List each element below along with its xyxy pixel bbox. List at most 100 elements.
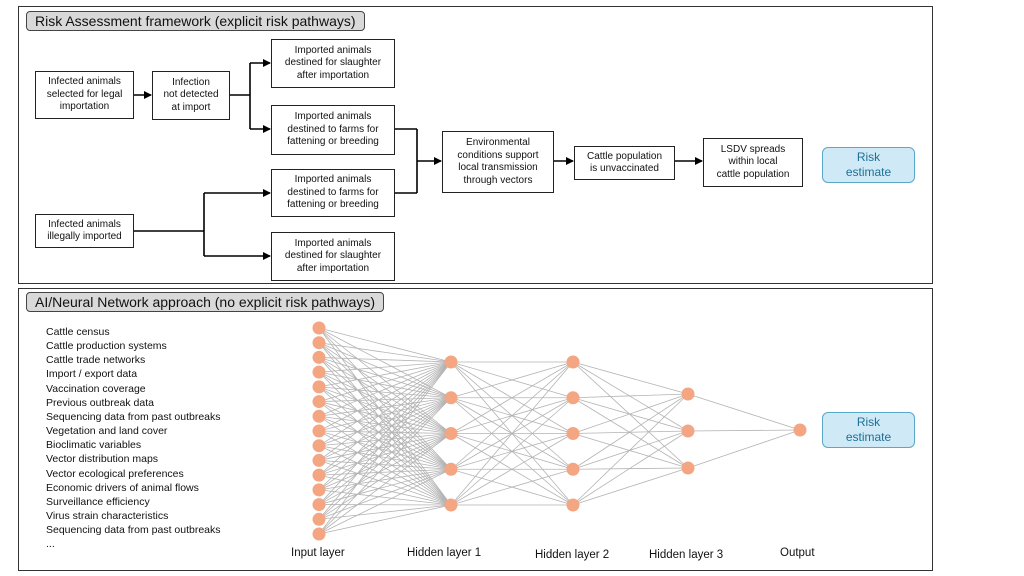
nn-edges	[318, 327, 801, 535]
unvaccinated-box: Cattle population is unvaccinated	[574, 146, 675, 180]
slaughter-legal-box: Imported animals destined for slaughter …	[271, 39, 395, 88]
nn-edge	[450, 361, 574, 434]
nn-edge	[318, 397, 452, 476]
nn-edge	[318, 361, 452, 388]
nn-edge	[318, 415, 452, 506]
nn-node-layer-4	[681, 424, 695, 438]
nn-edge	[318, 468, 452, 535]
nn-node-layer-5	[793, 423, 807, 437]
nn-edge	[572, 393, 689, 470]
input-variable: Cattle census	[46, 326, 110, 338]
nn-edge	[318, 361, 452, 491]
nn-node-layer-3	[566, 391, 580, 405]
neural-network-title: AI/Neural Network approach (no explicit …	[26, 292, 385, 312]
nn-node-layer-2	[444, 427, 458, 440]
infected-legal-box: Infected animals selected for legal impo…	[35, 71, 134, 119]
nn-node-layer-1	[312, 483, 326, 497]
nn-edge	[318, 361, 452, 402]
nn-node-layer-1	[312, 498, 326, 512]
nn-edge	[318, 386, 452, 470]
nn-node-layer-1	[312, 453, 326, 467]
nn-edge	[318, 361, 452, 505]
input-variable: Cattle production systems	[46, 340, 167, 353]
nn-edge	[687, 393, 801, 431]
farms-illegal-box: Imported animals destined to farms for f…	[271, 169, 395, 217]
nn-edge	[318, 397, 452, 461]
environmental-conditions-box: Environmental conditions support local t…	[442, 131, 554, 193]
nn-edge	[450, 361, 574, 506]
nn-edge	[318, 397, 452, 417]
risk-estimate-box-nn: Risk estimate	[822, 412, 915, 448]
nn-edge	[450, 361, 574, 399]
nn-node-layer-4	[681, 387, 695, 401]
nn-edge	[572, 397, 689, 432]
nn-edge	[572, 393, 689, 399]
nn-node-layer-3	[566, 462, 580, 476]
input-variable: Sequencing data from past outbreaks	[46, 410, 221, 423]
nn-edge	[318, 361, 452, 373]
nn-edge	[572, 433, 689, 469]
layer-label-input: Input layer	[291, 547, 345, 559]
input-variable: Vector distribution maps	[46, 453, 159, 466]
input-variable: Virus strain characteristics	[46, 510, 169, 523]
input-variable: Bioclimatic variables	[46, 439, 142, 452]
nn-edge	[572, 393, 689, 506]
nn-edge	[572, 361, 689, 395]
nn-node-layer-1	[312, 365, 326, 379]
input-variable: Economic drivers of animal flows	[46, 481, 199, 494]
nn-node-layer-3	[566, 498, 580, 512]
nn-edge	[572, 393, 689, 434]
nn-node-layer-2	[444, 462, 458, 476]
lsdv-spreads-box: LSDV spreads within local cattle populat…	[703, 138, 803, 187]
nn-node-layer-1	[312, 321, 326, 335]
nn-edge	[687, 429, 801, 432]
input-variables-list: Cattle census Cattle production systems …	[46, 325, 221, 552]
nn-nodes	[312, 321, 807, 541]
nn-node-layer-4	[681, 461, 695, 475]
neural-network-panel	[18, 288, 933, 571]
nn-edge	[318, 397, 452, 447]
nn-node-layer-3	[566, 427, 580, 440]
nn-edge	[572, 430, 689, 434]
nn-node-layer-1	[312, 350, 326, 364]
nn-node-layer-1	[312, 380, 326, 394]
layer-label-hidden-3: Hidden layer 3	[649, 549, 724, 561]
nn-edge	[318, 342, 452, 363]
nn-edge	[572, 467, 689, 506]
nn-edge	[450, 433, 574, 506]
nn-node-layer-1	[312, 512, 326, 526]
layer-label-output: Output	[780, 547, 815, 559]
nn-node-layer-1	[312, 409, 326, 423]
nn-edge	[572, 361, 689, 469]
nn-node-layer-1	[312, 439, 326, 453]
nn-edge	[318, 361, 452, 461]
nn-edge	[318, 397, 452, 520]
input-variable: Vegetation and land cover	[46, 425, 168, 438]
nn-edge	[318, 397, 452, 402]
input-variable: Sequencing data from past outbreaks	[46, 524, 221, 537]
nn-edge	[687, 429, 801, 469]
nn-edge	[450, 397, 574, 506]
nn-edge	[318, 361, 452, 447]
nn-edge	[318, 397, 452, 432]
infected-illegal-box: Infected animals illegally imported	[35, 214, 134, 248]
nn-node-layer-2	[444, 498, 458, 512]
input-variable: Vaccination coverage	[46, 382, 146, 395]
slaughter-illegal-box: Imported animals destined for slaughter …	[271, 232, 395, 281]
nn-edge	[318, 327, 452, 363]
nn-edge	[318, 397, 452, 491]
risk-estimate-box-pathways: Risk estimate	[822, 147, 915, 183]
nn-node-layer-2	[444, 391, 458, 405]
nn-node-layer-3	[566, 355, 580, 369]
input-variable: Vector ecological preferences	[46, 467, 184, 480]
nn-edge	[318, 397, 452, 535]
nn-edge	[318, 397, 452, 505]
nn-edge	[450, 468, 574, 506]
input-variable: Previous outbreak data	[46, 396, 154, 409]
layer-label-hidden-2: Hidden layer 2	[535, 549, 610, 561]
nn-edge	[318, 386, 452, 399]
nn-edge	[572, 430, 689, 506]
nn-edge	[318, 371, 452, 399]
